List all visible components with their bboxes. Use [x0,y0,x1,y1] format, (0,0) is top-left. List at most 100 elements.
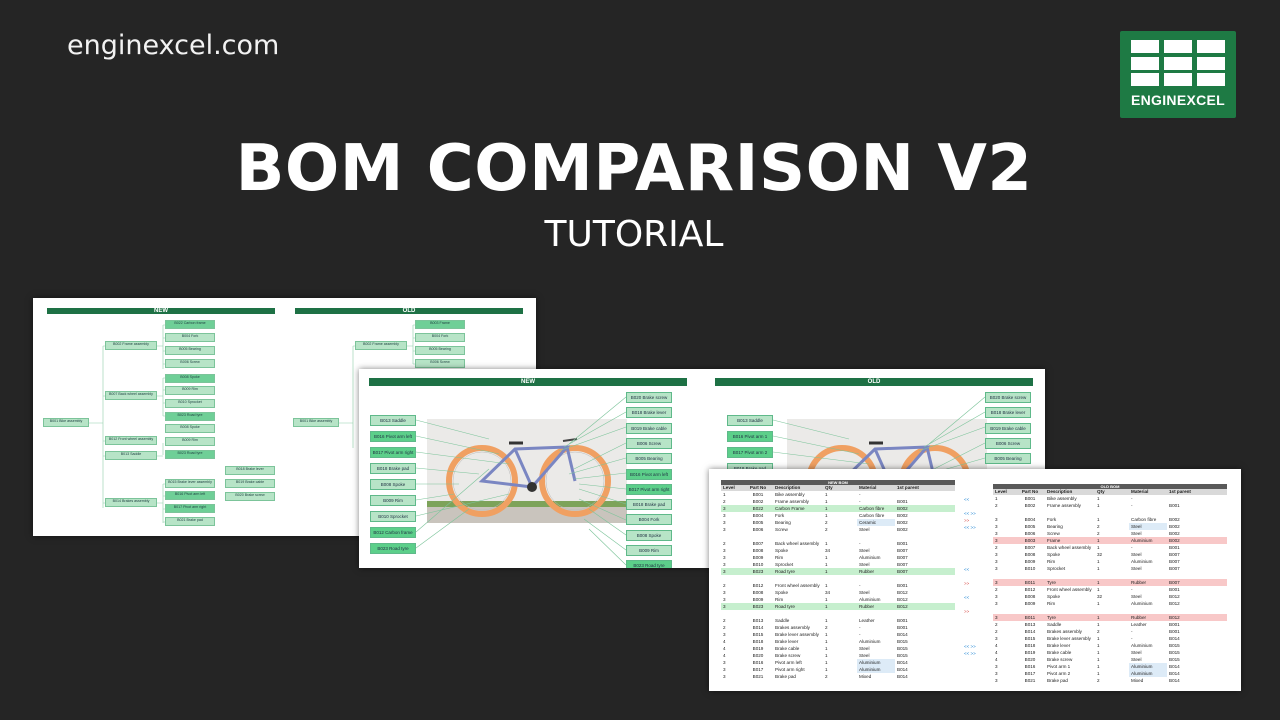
table-cell: 2 [723,625,726,630]
table-cell: B001 [1169,503,1180,508]
table-cell: Ceramic [857,519,895,526]
table-cell [1095,509,1129,516]
table-cell: B014 [1169,671,1180,676]
table-cell: 1 [1097,643,1100,648]
table-cell: Rubber [859,604,875,609]
table-cell [1015,607,1045,614]
table-cell: 32 [1097,594,1103,599]
table-cell [743,610,773,617]
table-cell [721,533,743,540]
table-cell: B015 [1169,643,1180,648]
part-label: B023 Road tyre [626,560,672,568]
table-cell: Carbon fibre [859,513,885,518]
part-label: B008 Spoke [370,479,416,490]
table-cell [823,575,857,582]
table-cell: B007 [1169,559,1180,564]
part-label: B006 Screw [985,437,1031,449]
table-cell: 3 [723,506,726,511]
table-cell: Spoke [775,548,789,553]
table-cell: B015 [897,646,908,651]
table-cell: Pivot arm 1 [1047,664,1071,669]
table-cell [743,575,773,582]
table-cell: Steel [1131,657,1142,662]
table-cell: Bearing [775,520,791,525]
tree-node: B022 Carbon frame [165,320,215,329]
part-label: B013 Saddle [370,415,416,426]
table-cell [1167,572,1207,579]
table-cell: Brake pad [1047,678,1068,683]
table-cell: 2 [1097,678,1100,683]
table-cell: 4 [995,650,998,655]
site-url: enginexcel.com [67,30,280,61]
column-header: Material [859,485,877,490]
table-cell: Frame assembly [775,499,809,504]
table-cell [1167,607,1207,614]
table-cell: Steel [1131,594,1142,599]
table-cell: 3 [995,601,998,606]
tree-node: B004 Fork [165,333,215,342]
table-cell: 3 [995,524,998,529]
table-cell: - [859,492,861,497]
tree-node: B023 Road tyre [165,412,215,421]
part-label: B018 Brake lever [626,407,672,419]
table-cell: 1 [825,562,828,567]
table-cell: Brake lever assembly [1047,636,1091,641]
table-cell: B014 [1024,629,1036,634]
part-label: B004 Fork [626,514,672,526]
diff-arrow: << >> [964,511,976,516]
table-cell: B019 [1024,650,1036,655]
old-header-bar: OLD [715,378,1033,386]
table-cell: Steel [1131,566,1142,571]
table-cell: 3 [995,636,998,641]
table-cell: 2 [995,545,998,550]
column-header: 1st parent [1169,489,1191,494]
table-cell: Steel [859,653,870,658]
table-cell: 34 [825,548,831,553]
table-cell: Bearing [1047,524,1063,529]
table-cell: B014 [897,660,908,665]
tree-node: B007 Back wheel assembly [105,391,157,400]
table-cell [743,533,773,540]
old-header-bar: OLD [295,308,523,314]
table-cell [857,610,895,617]
table-cell: 2 [995,622,998,627]
table-cell: 2 [825,674,828,679]
part-label: B016 Pivot arm left [370,431,416,442]
table-cell: B013 [1024,622,1036,627]
column-header: Part No [749,485,767,490]
diff-arrow: >> [964,518,970,523]
table-cell: Steel [1131,650,1142,655]
table-cell: - [1131,629,1133,634]
table-cell: 1 [825,513,828,518]
table-cell: Front wheel assembly [1047,587,1092,592]
tree-node: B020 Brake screw [225,492,275,501]
table-cell: 3 [995,594,998,599]
table-cell: 1 [825,632,828,637]
table-cell [895,575,935,582]
table-cell: B002 [1169,531,1180,536]
tree-node: B008 Spoke [165,374,215,383]
table-cell: Tyre [1047,580,1056,585]
diff-arrow: << >> [964,644,976,649]
table-cell [1129,509,1167,516]
table-cell: B015 [897,639,908,644]
new-header-bar: NEW [47,308,275,314]
part-label: B010 Sprocket [370,511,416,522]
table-cell: Steel [859,646,870,651]
table-cell: B002 [752,499,764,504]
